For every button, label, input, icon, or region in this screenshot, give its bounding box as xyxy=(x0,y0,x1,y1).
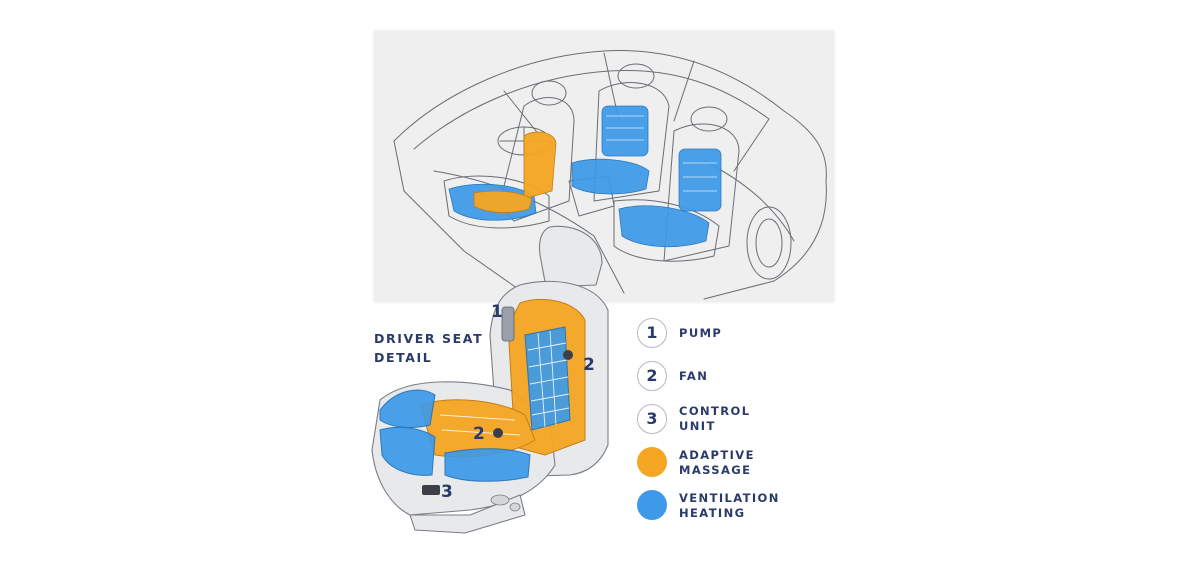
legend-label-control-unit-line1: CONTROL xyxy=(679,404,751,418)
pump-component xyxy=(501,306,515,342)
legend-label-massage-line2: MASSAGE xyxy=(679,463,752,477)
fan-cushion-component xyxy=(493,428,503,438)
legend-item-fan: 2 FAN xyxy=(637,361,837,393)
diagram-title-line1: DRIVER SEAT xyxy=(374,331,484,346)
legend-item-pump: 1 PUMP xyxy=(637,318,837,350)
legend-item-control-unit: 3 CONTROL UNIT xyxy=(637,404,837,436)
legend-marker-fan: 2 xyxy=(637,361,667,391)
legend-label-ventilation-line2: HEATING xyxy=(679,506,746,520)
driver-seat-illustration xyxy=(371,225,609,534)
callout-fan-back-number: 2 xyxy=(583,355,595,375)
control-unit-component xyxy=(422,485,440,495)
fan-back-component xyxy=(563,350,573,360)
legend-label-fan: FAN xyxy=(679,369,708,384)
car-interior-illustration xyxy=(393,50,827,300)
legend-label-ventilation-heating: VENTILATION HEATING xyxy=(679,491,780,521)
legend-swatch-massage xyxy=(637,447,667,477)
legend-label-control-unit: CONTROL UNIT xyxy=(679,404,750,434)
legend-item-ventilation-heating: VENTILATION HEATING xyxy=(637,490,837,522)
callout-control-unit-number: 3 xyxy=(441,482,453,502)
legend-label-ventilation-line1: VENTILATION xyxy=(679,491,780,505)
legend-label-control-unit-line2: UNIT xyxy=(679,419,716,433)
legend-label-adaptive-massage: ADAPTIVE MASSAGE xyxy=(679,448,755,478)
car-interior-panel xyxy=(374,31,834,302)
legend-marker-pump: 1 xyxy=(637,318,667,348)
legend-label-pump: PUMP xyxy=(679,326,722,341)
diagram-title: DRIVER SEAT DETAIL xyxy=(374,329,483,367)
callout-fan-cushion-number: 2 xyxy=(473,424,485,444)
legend-label-pump-line1: PUMP xyxy=(679,326,723,340)
callout-pump-number: 1 xyxy=(491,302,503,322)
legend-item-adaptive-massage: ADAPTIVE MASSAGE xyxy=(637,447,837,479)
legend-swatch-ventilation xyxy=(637,490,667,520)
legend-label-massage-line1: ADAPTIVE xyxy=(679,448,755,462)
legend-marker-control-unit: 3 xyxy=(637,404,667,434)
diagram-title-line2: DETAIL xyxy=(374,350,433,365)
legend-label-fan-line1: FAN xyxy=(679,369,709,383)
